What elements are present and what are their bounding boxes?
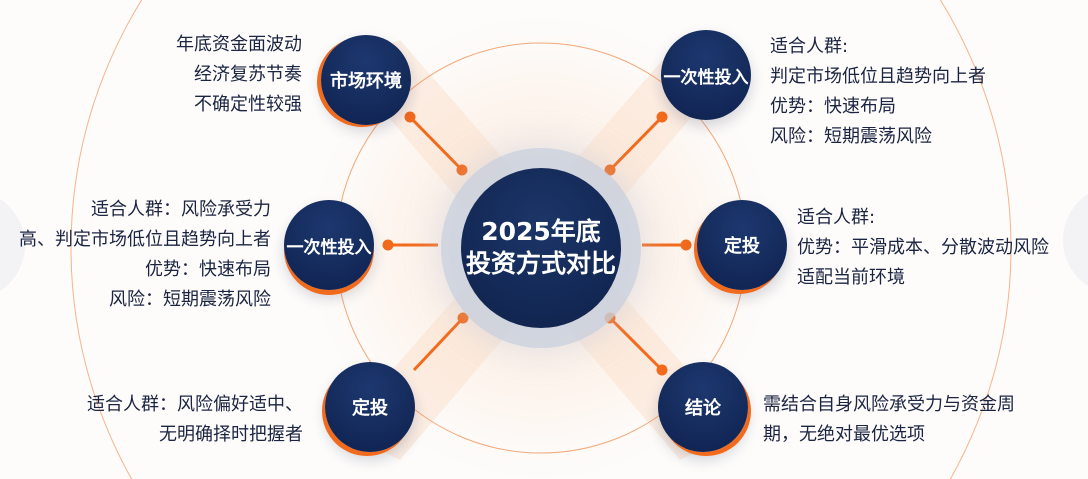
edge-circle-right: [1063, 193, 1088, 287]
node-market-environment: 市场环境: [321, 35, 411, 125]
text-line: 适配当前环境: [797, 267, 905, 288]
text-line: 需结合自身风险承受力与资金周: [763, 394, 1015, 415]
text-line: 适合人群:: [770, 36, 849, 57]
lump-sum-left-description: 适合人群：风险承受力 高、判定市场低位且趋势向上者 优势：快速布局 风险：短期震…: [19, 195, 271, 315]
text-line: 风险：短期震荡风险: [770, 126, 932, 147]
node-label: 一次性投入: [286, 237, 372, 258]
text-line: 不确定性较强: [194, 94, 302, 115]
node-dca-bottom: 定投: [325, 362, 415, 452]
edge-circle-left: [0, 198, 25, 292]
text-line: 优势：平滑成本、分散波动风险: [797, 237, 1049, 258]
text-line: 优势：快速布局: [770, 96, 896, 117]
text-line: 无明确择时把握者: [159, 424, 303, 445]
center-hub: 2025年底 投资方式对比: [461, 168, 621, 328]
center-title-line1: 2025年底: [481, 217, 601, 246]
text-line: 适合人群：风险偏好适中、: [87, 394, 303, 415]
text-line: 优势：快速布局: [145, 259, 271, 280]
node-conclusion: 结论: [658, 362, 748, 452]
lump-sum-top-description: 适合人群: 判定市场低位且趋势向上者 优势：快速布局 风险：短期震荡风险: [770, 32, 986, 152]
text-line: 风险：短期震荡风险: [109, 289, 271, 310]
ring-outer: [70, 0, 1012, 479]
market-environment-description: 年底资金面波动 经济复苏节奏 不确定性较强: [176, 30, 302, 120]
text-line: 高、判定市场低位且趋势向上者: [19, 229, 271, 250]
node-lump-sum-top: 一次性投入: [661, 30, 751, 120]
connectors: [382, 111, 692, 376]
text-line: 年底资金面波动: [176, 34, 302, 55]
node-label: 市场环境: [330, 71, 402, 92]
conclusion-description: 需结合自身风险承受力与资金周 期，无绝对最优选项: [763, 390, 1015, 450]
text-line: 判定市场低位且趋势向上者: [770, 66, 986, 87]
text-line: 经济复苏节奏: [194, 64, 302, 85]
node-label: 一次性投入: [663, 67, 749, 88]
dca-bottom-description: 适合人群：风险偏好适中、 无明确择时把握者: [87, 390, 303, 450]
node-dca-right: 定投: [697, 200, 787, 290]
text-line: 适合人群：风险承受力: [91, 199, 271, 220]
dca-right-description: 适合人群: 优势：平滑成本、分散波动风险 适配当前环境: [797, 203, 1049, 293]
text-line: 期，无绝对最优选项: [763, 424, 925, 445]
node-label: 定投: [352, 398, 388, 419]
node-label: 结论: [685, 398, 721, 419]
center-title-line2: 投资方式对比: [465, 249, 616, 278]
node-lump-sum-left: 一次性投入: [284, 200, 374, 290]
node-label: 定投: [724, 236, 760, 257]
text-line: 适合人群:: [797, 207, 876, 228]
